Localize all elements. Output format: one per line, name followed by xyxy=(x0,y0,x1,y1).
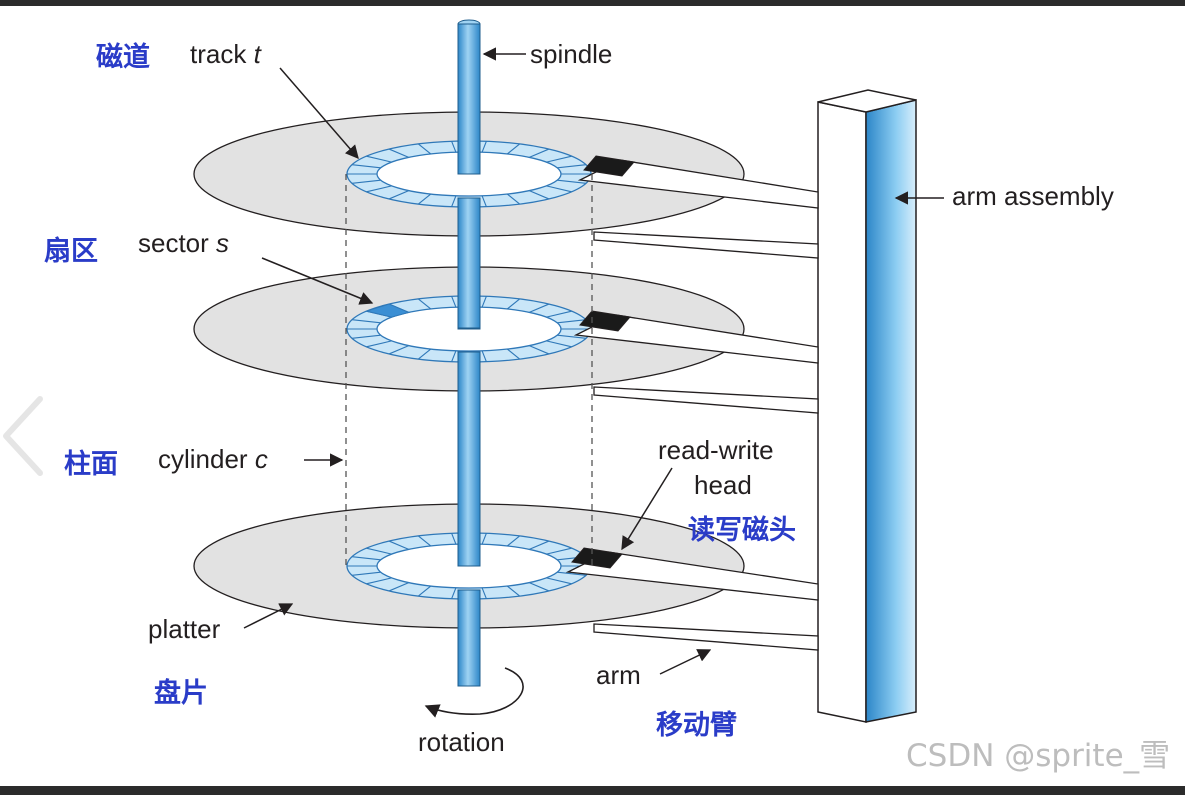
sector-divider xyxy=(417,143,432,155)
sector-divider xyxy=(451,587,457,599)
rotation-label: rotation xyxy=(418,727,505,757)
sector-divider xyxy=(506,535,521,547)
sector-divider xyxy=(451,296,457,308)
sector-divider xyxy=(451,533,457,545)
sector-divider xyxy=(417,348,432,360)
watermark: CSDN @sprite_雪 xyxy=(906,738,1170,774)
sector-divider xyxy=(557,319,587,324)
sector-divider xyxy=(481,296,487,308)
rw-head-label-line1: read-write xyxy=(658,435,774,465)
sector-divider xyxy=(351,319,381,324)
read-write-head xyxy=(579,310,631,332)
sector-divider xyxy=(417,535,432,547)
sector-divider xyxy=(529,190,550,200)
rotation-arrow xyxy=(424,667,524,718)
sector-divider xyxy=(546,310,572,318)
sector-divider xyxy=(506,298,521,310)
sector-divider xyxy=(351,179,381,184)
arm-assembly xyxy=(817,89,917,723)
sector-divider xyxy=(557,179,587,184)
figure-frame: track t spindle arm assembly sector s cy… xyxy=(0,6,1185,786)
leader-lines xyxy=(243,47,944,675)
platter-1 xyxy=(193,111,819,259)
sector-divider xyxy=(417,585,432,597)
cylinder-cn-label: 柱面 xyxy=(64,449,118,480)
sector-divider xyxy=(557,164,587,169)
arm-label: arm xyxy=(596,660,641,690)
sector-divider xyxy=(388,148,409,158)
sector-divider xyxy=(366,340,392,348)
spindle-bottom xyxy=(457,589,481,687)
sector-divider xyxy=(388,190,409,200)
sector-divider xyxy=(366,547,392,555)
sector-divider xyxy=(351,164,381,169)
sector-divider xyxy=(366,185,392,193)
sector-divider xyxy=(366,577,392,585)
sector-divider xyxy=(451,141,457,153)
sector-divider xyxy=(388,345,409,355)
rw-head-cn-label: 读写磁头 xyxy=(688,515,796,546)
sector-label: sector s xyxy=(138,228,229,258)
sector-divider xyxy=(481,141,487,153)
sector-divider xyxy=(451,350,457,362)
platter-label: platter xyxy=(148,614,221,644)
sector-divider xyxy=(351,334,381,339)
spindle-upper xyxy=(457,23,481,175)
lower-arm xyxy=(593,386,819,414)
sector-divider xyxy=(529,345,550,355)
sector-divider xyxy=(546,185,572,193)
track-cn-label: 磁道 xyxy=(96,41,150,73)
sector-divider xyxy=(451,195,457,207)
sector-divider xyxy=(417,298,432,310)
sector-divider xyxy=(351,571,381,576)
sector-divider xyxy=(506,348,521,360)
arm-assembly-label: arm assembly xyxy=(952,181,1114,211)
platter-stack xyxy=(193,23,819,687)
sector-divider xyxy=(388,540,409,550)
sector-divider xyxy=(557,334,587,339)
track-label: track t xyxy=(190,39,263,69)
sector-divider xyxy=(529,148,550,158)
upper-arm xyxy=(565,551,819,601)
sector-divider xyxy=(546,547,572,555)
sector-divider xyxy=(546,340,572,348)
spindle-label: spindle xyxy=(530,39,612,69)
lower-arm xyxy=(593,623,819,651)
lower-arm xyxy=(593,231,819,259)
sector-divider xyxy=(506,143,521,155)
chevron-left-icon[interactable] xyxy=(0,391,46,481)
sector-divider xyxy=(529,582,550,592)
rw-head-label-line2: head xyxy=(694,470,752,500)
sector-divider xyxy=(557,571,587,576)
sector-highlight xyxy=(364,303,411,318)
sector-divider xyxy=(481,533,487,545)
spindle-middle xyxy=(457,197,481,329)
spindle-lower xyxy=(457,351,481,567)
read-write-head xyxy=(571,547,623,569)
upper-arm xyxy=(573,314,819,364)
sector-divider xyxy=(481,350,487,362)
hard-disk-diagram: track t spindle arm assembly sector s cy… xyxy=(44,19,1170,774)
sector-divider xyxy=(417,193,432,205)
sector-divider xyxy=(506,585,521,597)
platter-cn-label: 盘片 xyxy=(154,677,208,709)
read-write-head xyxy=(583,155,635,177)
sector-divider xyxy=(366,155,392,163)
sector-divider xyxy=(481,195,487,207)
sector-divider xyxy=(351,556,381,561)
sector-divider xyxy=(529,540,550,550)
sector-divider xyxy=(506,193,521,205)
sector-cn-label: 扇区 xyxy=(44,235,98,267)
sector-divider xyxy=(388,582,409,592)
arm-cn-label: 移动臂 xyxy=(656,710,737,741)
upper-arm xyxy=(577,159,819,209)
sector-divider xyxy=(546,577,572,585)
cylinder-label: cylinder c xyxy=(158,444,268,474)
sector-divider xyxy=(481,587,487,599)
sector-divider xyxy=(546,155,572,163)
platter-2 xyxy=(193,266,819,414)
sector-divider xyxy=(529,303,550,313)
